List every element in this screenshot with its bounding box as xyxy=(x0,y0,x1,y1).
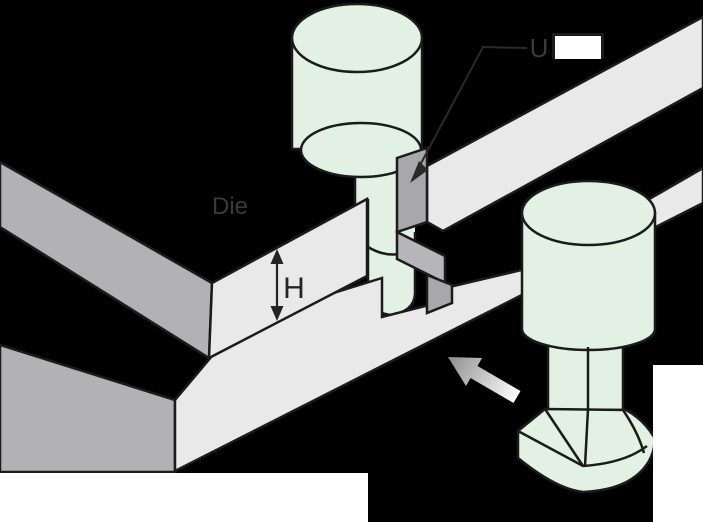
right-punch-cylinder-body xyxy=(520,211,657,352)
lower-bar-left-face xyxy=(0,343,177,474)
u-label-group: U xyxy=(410,33,604,183)
u-leader-line xyxy=(418,45,528,168)
upper-bar-left-face xyxy=(0,160,214,361)
u-label: U xyxy=(530,33,549,63)
height-arrow-up-icon xyxy=(270,249,284,264)
right-punch xyxy=(516,179,657,494)
die-label: Die xyxy=(212,193,248,220)
height-dimension: H xyxy=(270,249,305,321)
base-chamfer-edge-1 xyxy=(543,408,585,467)
white-patch-right xyxy=(653,365,703,522)
height-label: H xyxy=(283,272,305,305)
upper-die-bar xyxy=(0,15,703,361)
base-flare-edge xyxy=(621,409,646,454)
upper-bar-front-face-left xyxy=(207,196,369,361)
base-chamfer-edge-2 xyxy=(583,408,590,467)
u-part-tab xyxy=(425,273,454,315)
white-patch-label-border xyxy=(552,33,604,59)
right-punch-stem xyxy=(546,338,625,412)
middle-punch xyxy=(290,2,424,179)
white-patch-label xyxy=(552,33,604,59)
right-punch-top-ellipse xyxy=(520,179,657,247)
white-patch-bottom xyxy=(0,473,368,522)
feed-direction-arrow xyxy=(448,357,521,403)
height-arrow-down-icon xyxy=(270,306,284,321)
punch-top-ellipse xyxy=(290,2,424,74)
u-leader-arrowhead-icon xyxy=(410,161,428,183)
